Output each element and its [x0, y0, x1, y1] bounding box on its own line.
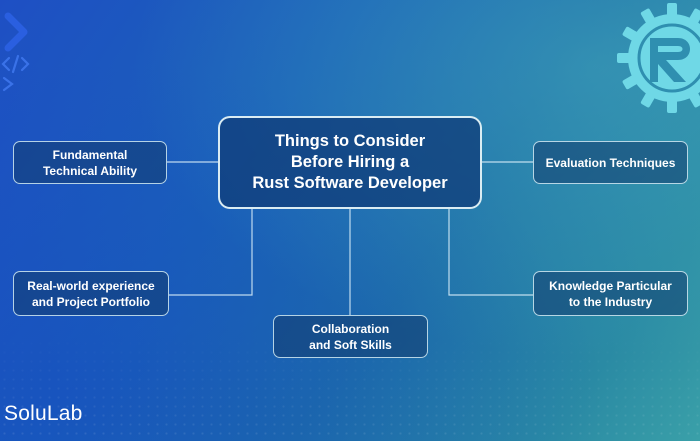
- node-collaboration-soft-skills: Collaboration and Soft Skills: [273, 315, 428, 358]
- central-topic-box: Things to Consider Before Hiring a Rust …: [218, 116, 482, 209]
- connector-real-world: [169, 209, 253, 296]
- connector-knowledge: [448, 209, 533, 296]
- node-industry-knowledge: Knowledge Particular to the Industry: [533, 271, 688, 316]
- brand-logo: SoluLab: [4, 402, 83, 425]
- node-real-world-experience: Real-world experience and Project Portfo…: [13, 271, 169, 316]
- chevron-right-icon: [4, 12, 28, 52]
- rust-gear-logo-icon: [617, 3, 700, 113]
- node-fundamental-technical-ability: Fundamental Technical Ability: [13, 141, 167, 184]
- node-evaluation-techniques: Evaluation Techniques: [533, 141, 688, 184]
- code-tag-icon: [1, 54, 30, 92]
